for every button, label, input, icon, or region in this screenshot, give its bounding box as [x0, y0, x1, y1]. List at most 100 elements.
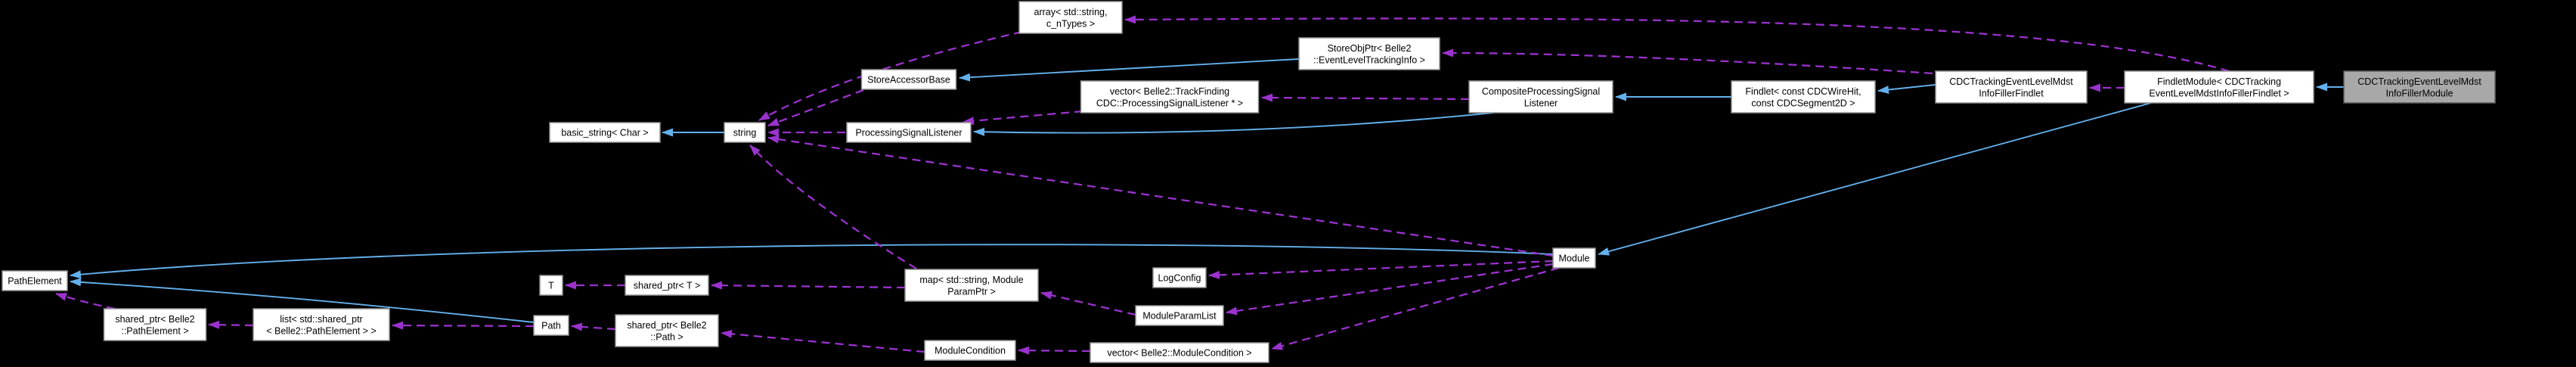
class-node-label: string [733, 128, 757, 138]
edge-usage-vec_psl-to-psl [963, 110, 1083, 126]
class-node-log_config[interactable]: LogConfig [1152, 267, 1207, 288]
class-node-label-line: Listener [1524, 98, 1558, 108]
edge-usage-module-to-module_param_list [1226, 263, 1554, 316]
class-node-box [1731, 80, 1876, 114]
class-node-label-line: StoreAccessorBase [867, 75, 950, 86]
edge-usage-store_accessor-to-string [767, 89, 864, 127]
class-node-box [625, 275, 709, 296]
class-node-label: list< std::shared_ptr< Belle2::PathEleme… [266, 314, 377, 337]
class-node-label-line: ProcessingSignalListener [855, 128, 962, 138]
class-node-label-line: FindletModule< CDCTracking [2157, 76, 2281, 87]
class-node-label-line: LogConfig [1158, 273, 1201, 284]
class-node-psl[interactable]: ProcessingSignalListener [846, 122, 972, 143]
class-node-box [539, 275, 563, 296]
edge-usage-array-to-string [758, 30, 1023, 122]
edge-usage-findlet_module-to-array [1124, 15, 2230, 73]
edge-inherit-store_obj-to-store_accessor [959, 58, 1300, 82]
class-node-box [1298, 37, 1440, 70]
class-node-label-line: ::EventLevelTrackingInfo > [1313, 54, 1425, 65]
class-node-box [1018, 1, 1123, 34]
edge-usage-map_param-to-string [749, 145, 917, 269]
class-node-label: Path [541, 321, 561, 331]
class-node-string[interactable]: string [724, 122, 766, 143]
class-node-label-line: vector< Belle2::TrackFinding [1110, 86, 1229, 97]
class-node-sp_path_element[interactable]: shared_ptr< Belle2::PathElement > [103, 308, 207, 341]
class-node-box [924, 340, 1016, 361]
class-node-vec_mc[interactable]: vector< Belle2::ModuleCondition > [1090, 342, 1269, 363]
class-node-box [1552, 247, 1596, 269]
class-node-label: T [548, 281, 554, 291]
edge-usage-path-to-list_sp_pe [392, 321, 535, 330]
class-node-label-line: EventLevelMdstInfoFillerFindlet > [2149, 88, 2289, 98]
class-node-label-line: CDCTrackingEventLevelMdst [1949, 76, 2073, 87]
class-node-t_param[interactable]: T [539, 275, 563, 296]
class-node-label-line: InfoFillerFindlet [1979, 88, 2044, 98]
class-node-label: StoreObjPtr< Belle2::EventLevelTrackingI… [1313, 43, 1425, 66]
class-node-module[interactable]: Module [1552, 247, 1596, 269]
edge-usage-module-to-vec_mc [1271, 266, 1560, 350]
class-node-label-line: const CDCSegment2D > [1751, 98, 1855, 108]
class-node-label-line: shared_ptr< T > [634, 281, 701, 291]
edge-usage-module-to-log_config [1208, 260, 1554, 279]
class-node-box [2124, 70, 2314, 104]
class-node-path[interactable]: Path [533, 315, 569, 336]
edge-inherit-cpsl-to-psl [973, 112, 1494, 136]
class-node-box [1468, 80, 1613, 114]
class-node-label: vector< Belle2::ModuleCondition > [1107, 348, 1251, 359]
class-node-box [860, 69, 957, 90]
class-node-list_sp_pe[interactable]: list< std::shared_ptr< Belle2::PathEleme… [253, 308, 390, 341]
class-node-label: shared_ptr< T > [634, 281, 701, 291]
class-node-box [1090, 342, 1269, 363]
class-node-findlet[interactable]: Findlet< const CDCWireHit,const CDCSegme… [1731, 80, 1876, 114]
class-node-label-line: Path [541, 321, 561, 331]
class-node-label-line: ::Path > [650, 331, 683, 342]
class-node-label-line: basic_string< Char > [561, 128, 648, 138]
class-node-module_condition[interactable]: ModuleCondition [924, 340, 1016, 361]
class-node-box [549, 122, 661, 143]
class-node-label-line: < Belle2::PathElement > > [266, 325, 377, 336]
class-node-label-line: Module [1559, 253, 1590, 264]
edge-usage-vec_mc-to-module_condition [1018, 346, 1091, 355]
class-node-label: ModuleParamList [1142, 311, 1217, 322]
edge-usage-sp_path-to-path [571, 322, 616, 331]
class-node-label-line: CompositeProcessingSignal [1482, 86, 1600, 97]
class-node-box [2, 270, 68, 291]
class-node-label-line: ModuleParamList [1142, 311, 1217, 322]
class-node-sp_path[interactable]: shared_ptr< Belle2::Path > [615, 314, 719, 347]
class-node-label-line: T [548, 281, 554, 291]
class-node-box [615, 314, 719, 347]
class-node-box [103, 308, 207, 341]
class-node-path_element[interactable]: PathElement [2, 270, 68, 291]
class-node-store_obj[interactable]: StoreObjPtr< Belle2::EventLevelTrackingI… [1298, 37, 1440, 70]
class-node-label: Findlet< const CDCWireHit,const CDCSegme… [1745, 86, 1861, 109]
class-node-sp_t[interactable]: shared_ptr< T > [625, 275, 709, 296]
class-node-module_param_list[interactable]: ModuleParamList [1135, 305, 1224, 326]
class-node-array[interactable]: array< std::string,c_nTypes > [1018, 1, 1123, 34]
edge-inherit-findlet_module-to-module [1598, 102, 2152, 256]
class-node-box [846, 122, 972, 143]
edge-usage-map_param-to-sp_t [711, 281, 906, 290]
edge-layer [55, 15, 2344, 355]
class-node-label: ProcessingSignalListener [855, 128, 962, 138]
edge-usage-module_param_list-to-map_param [1040, 291, 1136, 316]
class-node-label: array< std::string,c_nTypes > [1034, 7, 1108, 30]
class-node-label-line: InfoFillerModule [2386, 88, 2454, 98]
edge-usage-module_condition-to-sp_path [721, 329, 925, 353]
class-node-label-line: ParamPtr > [947, 286, 996, 297]
edge-inherit-filler_findlet-to-findlet [1877, 84, 1936, 95]
class-node-label-line: PathElement [8, 276, 62, 287]
class-node-basic_string[interactable]: basic_string< Char > [549, 122, 661, 143]
class-node-store_accessor[interactable]: StoreAccessorBase [860, 69, 957, 90]
class-node-label-line: map< std::string, Module [919, 275, 1023, 285]
